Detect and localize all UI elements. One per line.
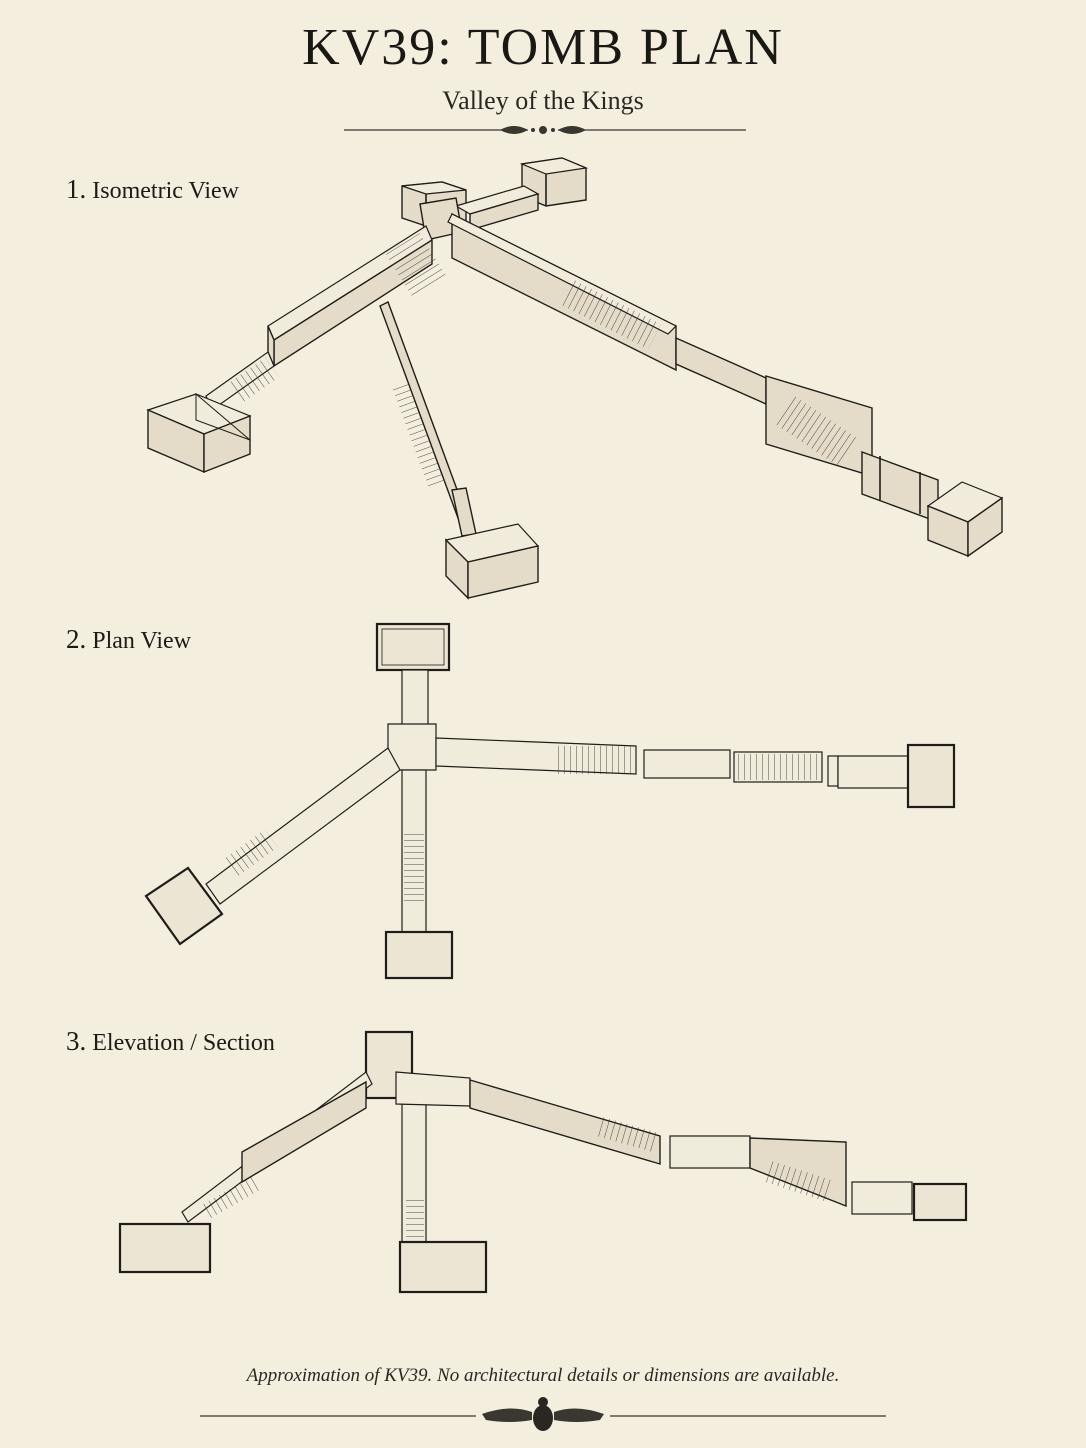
winged-scarab-icon bbox=[482, 1397, 604, 1431]
iso-south-shaft bbox=[379, 301, 477, 537]
section-number: 2. bbox=[66, 624, 87, 654]
section-label-elevation: 3. Elevation / Section bbox=[66, 1026, 275, 1057]
iso-west-chamber bbox=[146, 392, 252, 474]
section-label-plan: 2. Plan View bbox=[66, 624, 191, 655]
elev-west-corridor bbox=[181, 1071, 373, 1223]
page-subtitle: Valley of the Kings bbox=[442, 86, 644, 115]
plan-south-passage bbox=[401, 769, 427, 933]
section-title: Isometric View bbox=[92, 178, 239, 204]
plan-south-chamber bbox=[384, 930, 454, 980]
section-label-isometric: 1. Isometric View bbox=[66, 174, 239, 205]
footer-divider bbox=[200, 1397, 886, 1431]
elev-central-shaft bbox=[401, 1103, 427, 1245]
plan-north-chamber bbox=[375, 622, 451, 672]
plan-east-chamber bbox=[906, 743, 956, 809]
section-title: Plan View bbox=[92, 628, 192, 654]
plan-east-corridor bbox=[435, 737, 911, 789]
iso-east-chamber bbox=[926, 481, 1004, 558]
iso-west-corridor bbox=[205, 225, 447, 411]
plan-southwest-corridor bbox=[205, 747, 401, 905]
elev-east-chamber bbox=[912, 1182, 968, 1222]
plan-southwest-chamber bbox=[144, 866, 224, 946]
page-title: KV39: TOMB PLAN bbox=[302, 19, 784, 76]
plan-view bbox=[144, 622, 956, 980]
iso-south-chamber bbox=[444, 523, 540, 600]
elev-west-chamber bbox=[118, 1222, 212, 1274]
plan-north-passage bbox=[401, 669, 429, 729]
title-divider bbox=[344, 126, 746, 134]
isometric-view bbox=[146, 157, 1004, 600]
section-number: 3. bbox=[66, 1026, 87, 1056]
iso-east-corridor bbox=[447, 212, 939, 524]
section-title: Elevation / Section bbox=[92, 1030, 275, 1056]
elev-lower-chamber bbox=[398, 1240, 488, 1294]
elevation-view bbox=[118, 1030, 968, 1294]
scroll-ornament-icon bbox=[500, 126, 586, 134]
elev-east-corridor bbox=[395, 1071, 913, 1215]
footer-note: Approximation of KV39. No architectural … bbox=[246, 1365, 840, 1386]
section-number: 1. bbox=[66, 174, 87, 204]
